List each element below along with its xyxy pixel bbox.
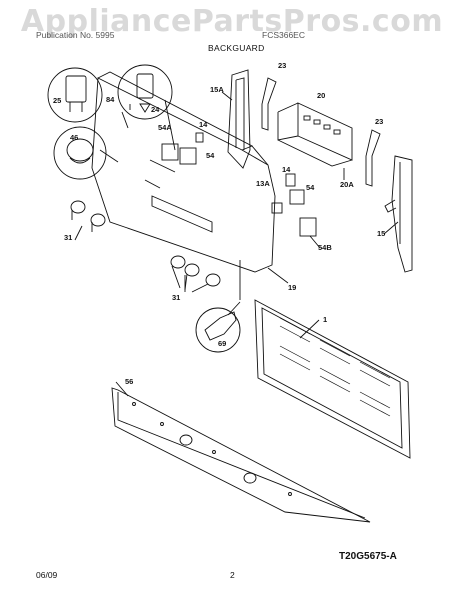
end-bracket-15 <box>391 155 413 273</box>
clip-14b <box>285 173 296 187</box>
bracket-23-left <box>261 77 277 131</box>
part-label-15A: 15A <box>210 85 224 94</box>
part-label-1: 1 <box>323 315 327 324</box>
part-label-13A: 13A <box>256 179 270 188</box>
screw-69 <box>204 311 237 341</box>
section-title: BACKGUARD <box>208 43 265 53</box>
part-label-20A: 20A <box>340 180 354 189</box>
callout-circle-46 <box>53 126 107 180</box>
part-labels: 25 84 24 46 54A 14 54 15A 23 20 23 13A 1… <box>53 61 385 386</box>
part-label-54: 54 <box>206 151 215 160</box>
knob <box>90 213 106 227</box>
part-label-20: 20 <box>317 91 325 100</box>
watermark: AppliancePartsPros.com <box>20 4 444 39</box>
control-panel <box>91 77 276 273</box>
clip-13A <box>271 202 283 214</box>
part-label-31: 31 <box>64 233 72 242</box>
knob <box>170 255 186 269</box>
control-panel-top-face <box>97 71 254 151</box>
footer-page: 2 <box>230 570 235 580</box>
part-label-24: 24 <box>151 105 160 114</box>
relay-54 <box>179 147 197 165</box>
part-label-14b: 14 <box>282 165 291 174</box>
relay-54b <box>289 189 305 205</box>
part-label-19: 19 <box>288 283 296 292</box>
rear-panel <box>254 299 411 459</box>
part-label-31b: 31 <box>172 293 180 302</box>
part-label-46: 46 <box>70 133 78 142</box>
end-bracket-15A <box>227 69 251 169</box>
callout-circle-25 <box>47 67 103 123</box>
callout-circle-84-24 <box>117 64 173 120</box>
model-number: FCS366EC <box>262 30 305 40</box>
publication-number: Publication No. 5995 <box>36 30 115 40</box>
part-label-23: 23 <box>278 61 286 70</box>
knob-46 <box>66 138 94 162</box>
part-label-15: 15 <box>377 229 385 238</box>
part-label-56: 56 <box>125 377 133 386</box>
diagram-code: T20G5675-A <box>339 551 397 562</box>
switch-84 <box>136 73 154 99</box>
bracket-23-right <box>365 129 381 187</box>
bracket-54A <box>161 143 179 161</box>
clip-14 <box>195 132 204 143</box>
relay-54B <box>299 217 317 237</box>
part-label-54A: 54A <box>158 123 172 132</box>
part-label-23b: 23 <box>375 117 383 126</box>
knob <box>205 273 221 287</box>
footer-date: 06/09 <box>36 570 58 580</box>
part-label-14: 14 <box>199 120 208 129</box>
switch-25 <box>65 75 87 103</box>
control-board <box>297 102 353 161</box>
part-label-54B: 54B <box>318 243 332 252</box>
part-label-25: 25 <box>53 96 61 105</box>
callout-circle-69 <box>195 307 241 353</box>
knob <box>70 200 86 214</box>
knob <box>184 263 200 277</box>
part-label-84: 84 <box>106 95 115 104</box>
lower-trim-56 <box>111 387 371 523</box>
part-label-69: 69 <box>218 339 226 348</box>
part-label-54b: 54 <box>306 183 315 192</box>
display-window <box>151 195 213 233</box>
